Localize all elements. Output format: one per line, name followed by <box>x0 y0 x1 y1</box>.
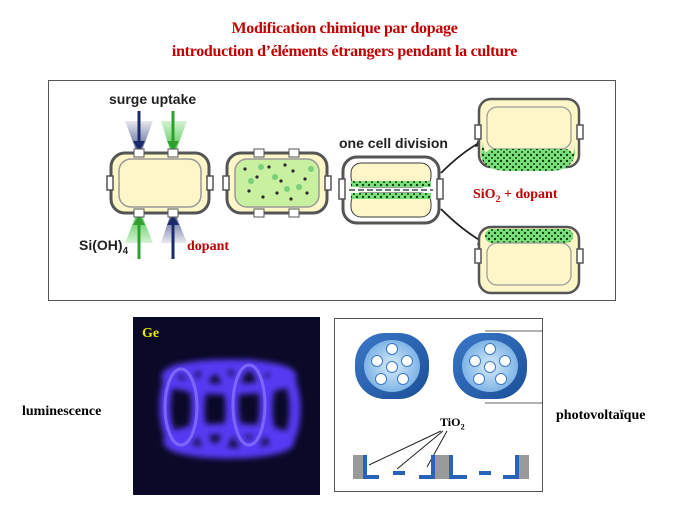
daughter-cell-bottom <box>474 225 584 295</box>
pore-cross-section <box>353 455 529 479</box>
si-oh4-label: Si(OH)4 <box>79 237 129 257</box>
luminescence-label: luminescence <box>22 404 102 419</box>
diatom-doping-diagram: surge uptake Si(OH)4 dopant one cell div… <box>48 80 616 301</box>
tio2-label: TiO2 <box>440 415 465 432</box>
luminescence-photo: Ge <box>133 317 320 495</box>
luminescent-diatoms-image <box>133 317 320 495</box>
cell-loaded <box>222 148 332 218</box>
title-line-2: introduction d’éléments étrangers pendan… <box>171 43 518 60</box>
pore-left <box>355 333 429 399</box>
photovoltaic-pores-panel: TiO2 <box>334 318 543 492</box>
germanium-label: Ge <box>142 326 160 341</box>
surge-uptake-label: surge uptake <box>109 91 197 107</box>
diagram-drawing <box>106 97 584 295</box>
pores-drawing <box>353 330 542 479</box>
one-cell-division-label: one cell division <box>339 135 448 151</box>
photovoltaique-label: photovoltaïque <box>556 408 646 423</box>
sio2-dopant-label: SiO2 + dopant <box>473 187 558 205</box>
title-line-1: Modification chimique par dopage <box>231 20 458 37</box>
cell-dividing <box>338 155 444 225</box>
cell-uptake <box>106 111 214 259</box>
pore-right <box>453 333 527 399</box>
dopant-label: dopant <box>187 239 230 254</box>
daughter-cell-top <box>474 97 584 171</box>
